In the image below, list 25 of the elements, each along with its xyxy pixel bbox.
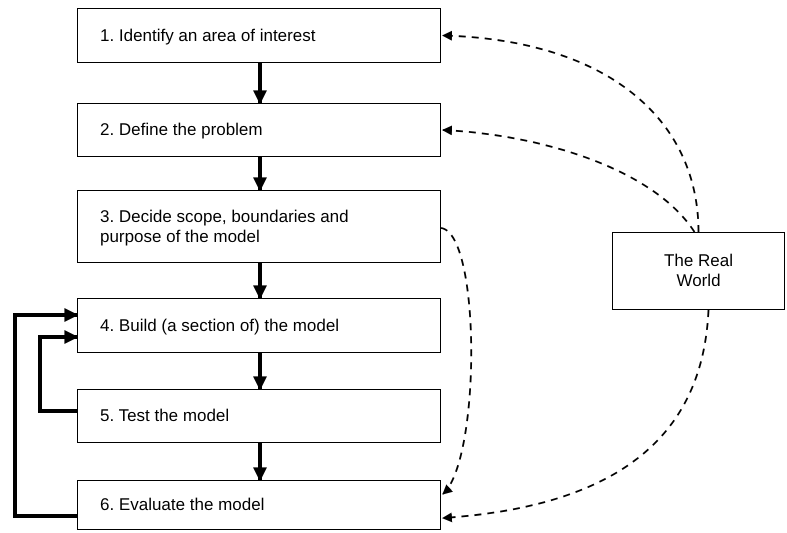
process-box	[77, 190, 441, 263]
process-box	[77, 298, 441, 353]
process-box	[77, 8, 441, 63]
arrow	[253, 157, 267, 192]
dashed-arrow	[442, 310, 710, 522]
box-text: The Real World	[663, 251, 734, 291]
process-box	[77, 389, 441, 443]
box-text: 2. Define the problem	[99, 120, 264, 140]
process-box	[77, 480, 441, 530]
arrow	[253, 63, 267, 104]
arrow	[253, 443, 267, 482]
box-text: 3. Decide scope, boundaries and purpose of the model	[99, 206, 350, 246]
dashed-arrow	[442, 31, 700, 232]
context-box	[612, 232, 785, 310]
arrow	[253, 263, 267, 300]
box-text: 5. Test the model	[99, 406, 230, 426]
box-text: 1. Identify an area of interest	[99, 26, 316, 46]
arrow	[253, 353, 267, 390]
arrow	[13, 308, 78, 518]
dashed-arrow	[440, 227, 472, 495]
process-box	[77, 103, 441, 157]
dashed-arrow	[442, 126, 696, 233]
box-text: 4. Build (a section of) the model	[99, 316, 340, 336]
arrow	[38, 330, 78, 413]
box-text: 6. Evaluate the model	[99, 495, 266, 515]
